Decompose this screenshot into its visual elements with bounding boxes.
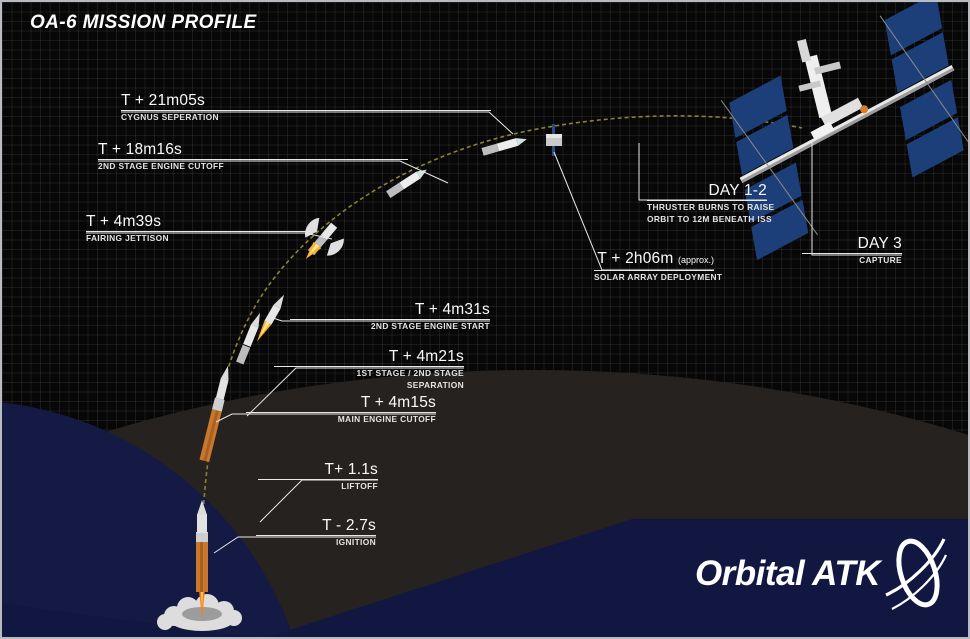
callout-underline (86, 231, 311, 232)
callout-underline (256, 535, 376, 536)
solar-array-port (729, 75, 809, 261)
orbital-atk-logo: Orbital ATK (695, 533, 948, 615)
event-label: THRUSTER BURNS TO RAISE (647, 202, 775, 212)
iss-modules (797, 38, 869, 141)
vehicle-coast-2 (481, 138, 527, 156)
event-time-note: (approx.) (677, 255, 714, 265)
callout-underline (121, 110, 491, 111)
leader-main-engine-cutoff (215, 413, 436, 423)
callout-liftoff: T+ 1.1s LIFTOFF (258, 461, 378, 492)
leader-ignition (213, 536, 376, 554)
event-label: SOLAR ARRAY DEPLOYMENT (594, 272, 723, 282)
event-label: MAIN ENGINE CUTOFF (337, 414, 436, 424)
callout-underline (274, 366, 464, 367)
callout-underline (98, 159, 408, 160)
callout-second-stage-cutoff: T + 18m16s 2ND STAGE ENGINE CUTOFF (98, 141, 408, 172)
callout-cygnus-separation: T + 21m05s CYGNUS SEPERATION (121, 92, 491, 123)
callout-ignition: T - 2.7s IGNITION (256, 517, 376, 548)
callout-underline (258, 479, 378, 480)
antares-rocket-launch (157, 500, 242, 631)
solar-array-starboard (884, 2, 964, 178)
callout-capture: DAY 3 CAPTURE (802, 235, 902, 266)
event-label: FAIRING JETTISON (86, 233, 169, 243)
logo-wordmark: Orbital ATK (694, 554, 881, 593)
cygnus-spacecraft (546, 124, 562, 156)
leader-cygnus-separation (121, 111, 514, 135)
event-label: CYGNUS SEPERATION (121, 112, 219, 122)
event-time: DAY 1-2 (708, 182, 767, 199)
callout-fairing-jettison: T + 4m39s FAIRING JETTISON (86, 213, 311, 244)
page-title: OA-6 MISSION PROFILE (30, 12, 257, 33)
leader-capture (811, 142, 902, 256)
leader-liftoff (259, 479, 378, 523)
event-time: DAY 3 (857, 235, 902, 252)
event-time: T+ 1.1s (324, 461, 378, 478)
array-struts (720, 15, 968, 236)
vehicle-second-stage-ignition (257, 294, 284, 342)
callout-underline (290, 319, 490, 320)
event-label: IGNITION (335, 537, 376, 547)
callout-thruster-burns: DAY 1-2 THRUSTER BURNS TO RAISE ORBIT TO… (647, 182, 775, 224)
vehicle-ascent-meco (199, 365, 229, 463)
vehicle-fairing-jettison (305, 217, 344, 259)
trajectory-path (200, 115, 803, 603)
callout-underline (246, 412, 436, 413)
event-label-line2: ORBIT TO 12M BENEATH ISS (647, 213, 772, 224)
callout-stage-separation: T + 4m21s 1ST STAGE / 2ND STAGE SEPARATI… (274, 348, 464, 390)
event-label: 2ND STAGE ENGINE START (370, 321, 490, 331)
orbit-swoosh-icon (885, 538, 948, 610)
rocket-interstage (196, 532, 208, 542)
international-space-station (720, 2, 968, 261)
event-time: T + 4m15s (360, 394, 436, 411)
leader-stage-separation (246, 367, 464, 417)
event-label-line2: SEPARATION (406, 379, 464, 390)
leader-second-stage-start (269, 316, 490, 322)
event-time: T + 4m21s (388, 348, 464, 365)
leader-fairing-jettison (86, 232, 333, 240)
event-time: T + 4m31s (414, 301, 490, 318)
event-time-value: T + 2h06m (597, 250, 674, 267)
rocket-nose-cone (197, 500, 207, 515)
event-time: T + 21m05s (121, 92, 205, 109)
rocket-body-shade (200, 542, 203, 592)
event-time: T - 2.7s (322, 517, 376, 534)
event-time: T + 2h06m (approx.) (594, 250, 714, 269)
callout-underline (594, 270, 714, 271)
leader-second-stage-cutoff (98, 160, 449, 184)
callout-main-engine-cutoff: T + 4m15s MAIN ENGINE CUTOFF (246, 394, 436, 425)
event-label: 2ND STAGE ENGINE CUTOFF (98, 161, 224, 171)
event-label: 1ST STAGE / 2ND STAGE (356, 368, 464, 378)
callout-underline (802, 253, 902, 254)
engine-flame-core (201, 590, 203, 610)
event-label: CAPTURE (859, 255, 902, 265)
rocket-second-stage (197, 514, 207, 533)
callout-second-stage-start: T + 4m31s 2ND STAGE ENGINE START (290, 301, 490, 332)
event-label: LIFTOFF (341, 481, 378, 491)
event-time: T + 4m39s (86, 213, 162, 230)
callout-underline (647, 200, 767, 201)
event-time: T + 18m16s (98, 141, 182, 158)
vehicle-stage-separation (236, 312, 260, 365)
callout-solar-array-deployment: T + 2h06m (approx.) SOLAR ARRAY DEPLOYME… (594, 250, 723, 283)
